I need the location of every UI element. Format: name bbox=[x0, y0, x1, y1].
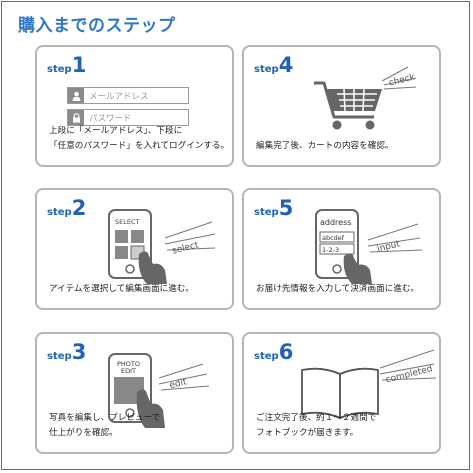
step-description: 編集完了後、カートの内容を確認。 bbox=[256, 141, 394, 151]
smartphone-icon: address abcdef 1-2-3 input bbox=[315, 209, 423, 284]
step-description: 写真を編集し、プレビューで 仕上がりを確認。 bbox=[49, 413, 161, 438]
gesture-label: check bbox=[388, 72, 417, 86]
step-card-3: step3 PHOTO EDIT edit 写真を編集し、プレビューで 仕上がり… bbox=[35, 332, 234, 454]
step-label: step1 bbox=[47, 53, 87, 77]
step-description: お届け先情報を入力して決済画面に進む。 bbox=[256, 284, 420, 294]
step-card-6: step6 completed ご注文完了後、約１～２週間で フォトブックが届き… bbox=[242, 332, 441, 454]
email-placeholder: メールアドレス bbox=[89, 91, 149, 102]
step-label: step5 bbox=[254, 196, 294, 220]
screen-label: EDIT bbox=[121, 367, 136, 375]
screen-label: PHOTO bbox=[117, 360, 140, 368]
lock-icon bbox=[68, 110, 84, 125]
gesture-label: completed bbox=[385, 364, 434, 385]
field-value: 1-2-3 bbox=[322, 246, 339, 254]
gesture-label: input bbox=[376, 239, 401, 254]
step-card-2: step2 SELECT select アイテムを選択して編集画面に進む。 bbox=[35, 188, 234, 310]
step-card-4: step4 check 編集完了後、カートの内容を確認。 bbox=[242, 45, 441, 167]
field-value: abcdef bbox=[322, 234, 345, 242]
step-description: 上段に「メールアドレス」、下段に 「任意のパスワード」を入れてログインする。 bbox=[49, 126, 230, 151]
step-description: ご注文完了後、約１～２週間で フォトブックが届きます。 bbox=[256, 413, 377, 438]
step-card-5: step5 address abcdef 1-2-3 input お届け先情報を… bbox=[242, 188, 441, 310]
screen-label: address bbox=[320, 218, 351, 227]
screen-label: SELECT bbox=[115, 218, 139, 226]
step-card-1: step1 メールアドレス パスワード 上段に「メールアドレス」、下段に 「任意… bbox=[35, 45, 234, 167]
user-icon bbox=[68, 88, 84, 103]
gesture-label: edit bbox=[169, 377, 189, 391]
password-placeholder: パスワード bbox=[89, 113, 132, 124]
step-label: step2 bbox=[47, 196, 87, 220]
step-description: アイテムを選択して編集画面に進む。 bbox=[49, 284, 194, 294]
shopping-cart-icon bbox=[314, 66, 417, 130]
email-field[interactable]: メールアドレス bbox=[67, 87, 189, 104]
step-label: step6 bbox=[254, 340, 294, 364]
password-field[interactable]: パスワード bbox=[67, 109, 189, 126]
step-label: step3 bbox=[47, 340, 87, 364]
smartphone-icon: PHOTO EDIT edit bbox=[108, 353, 210, 428]
smartphone-icon: SELECT select bbox=[108, 209, 216, 284]
open-book-icon: completed bbox=[301, 349, 437, 420]
step-label: step4 bbox=[254, 53, 294, 77]
gesture-label: select bbox=[171, 240, 200, 256]
page-title: 購入までのステップ bbox=[18, 16, 176, 36]
